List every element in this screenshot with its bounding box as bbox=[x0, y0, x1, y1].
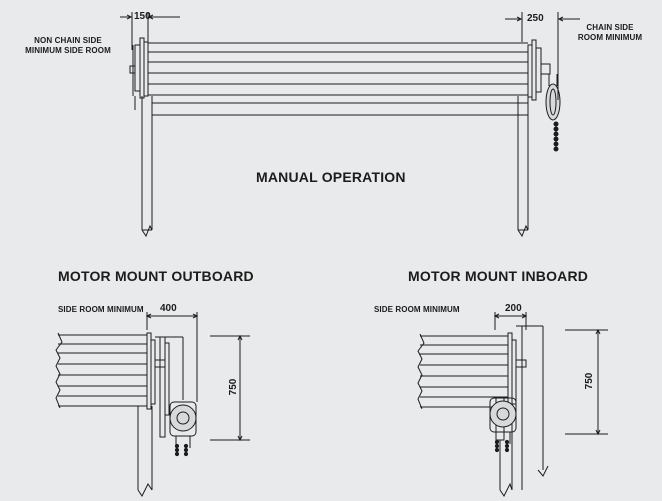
non-chain-dimension-lines bbox=[120, 12, 180, 50]
chain-side-dimension-lines bbox=[505, 12, 580, 100]
outboard-chain bbox=[174, 443, 189, 457]
inboard-wall bbox=[499, 325, 549, 497]
outboard-height-dimension: 750 bbox=[228, 378, 239, 396]
non-chain-side-label-line2: MINIMUM SIDE ROOM bbox=[25, 46, 111, 55]
outboard-wall bbox=[137, 406, 153, 497]
outboard-drawing bbox=[55, 312, 250, 497]
inboard-side-dimension: 200 bbox=[505, 303, 522, 314]
outboard-title: MOTOR MOUNT OUTBOARD bbox=[58, 268, 254, 284]
outboard-side-dimension-lines bbox=[145, 312, 199, 402]
inboard-title: MOTOR MOUNT INBOARD bbox=[408, 268, 589, 284]
chain-side-label-line1: CHAIN SIDE bbox=[586, 23, 634, 32]
left-support-post bbox=[141, 96, 153, 238]
chain-wheel bbox=[545, 74, 561, 121]
chain-side-label: CHAIN SIDE ROOM MINIMUM bbox=[560, 24, 660, 42]
right-end-bracket bbox=[527, 39, 551, 101]
non-chain-side-label: NON CHAIN SIDE MINIMUM SIDE ROOM bbox=[8, 37, 128, 55]
roller-tube bbox=[148, 42, 528, 96]
inboard-height-dimension: 750 bbox=[584, 372, 595, 390]
manual-operation-title: MANUAL OPERATION bbox=[256, 169, 406, 185]
right-support-post bbox=[517, 96, 529, 238]
inboard-height-dimension-lines bbox=[565, 328, 608, 436]
outboard-bracket bbox=[146, 332, 184, 438]
inboard-drawing bbox=[417, 312, 608, 497]
outboard-side-room-label: SIDE ROOM MINIMUM bbox=[58, 305, 144, 314]
outboard-height-dimension-lines bbox=[210, 334, 250, 442]
inboard-slats bbox=[417, 333, 508, 410]
inboard-motor bbox=[489, 397, 517, 444]
non-chain-side-label-line1: NON CHAIN SIDE bbox=[34, 36, 102, 45]
chain-side-dimension: 250 bbox=[527, 13, 544, 24]
non-chain-side-dimension: 150 bbox=[134, 11, 151, 22]
manual-operation-drawing bbox=[120, 12, 580, 238]
inboard-side-dimension-lines bbox=[493, 312, 528, 330]
inboard-side-room-label: SIDE ROOM MINIMUM bbox=[374, 305, 460, 314]
bottom-rail bbox=[152, 102, 528, 116]
left-end-bracket bbox=[129, 37, 149, 110]
outboard-side-dimension: 400 bbox=[160, 303, 177, 314]
hand-chain bbox=[553, 121, 559, 152]
chain-side-label-line2: ROOM MINIMUM bbox=[577, 33, 643, 42]
outboard-motor bbox=[169, 401, 197, 448]
outboard-slats bbox=[55, 332, 147, 409]
inboard-chain bbox=[494, 439, 510, 453]
